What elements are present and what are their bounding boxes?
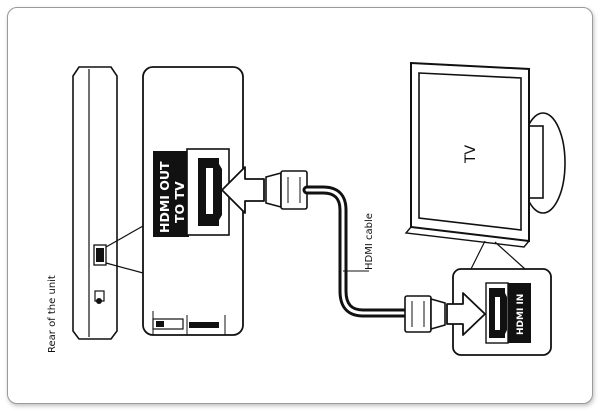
cable-plug-right [404,295,432,333]
tv-zoom-callout [452,240,552,356]
player-unit [72,66,118,340]
hdmi-cable [265,170,446,333]
rear-panel-zoom [142,66,244,336]
diagram-frame: Rear of the unit HDMI OUT TO TV HDMI cab… [7,7,593,404]
hdmi-out-label-line2: TO TV [172,181,187,223]
tv-label: TV [463,144,479,164]
television [404,61,566,248]
hdmi-cable-label: HDMI cable [364,213,375,270]
insert-arrow-in [446,292,486,336]
hdmi-in-label-block [508,283,531,343]
rear-of-unit-label: Rear of the unit [47,275,58,353]
insert-arrow-out [221,166,265,214]
hdmi-connection-diagram: Rear of the unit HDMI OUT TO TV HDMI cab… [47,61,566,356]
hdmi-in-label: HDMI IN [516,294,526,335]
hdmi-out-label-line1: HDMI OUT [157,161,172,233]
hdmi-out-label-block [153,151,189,237]
zoom-callout-lines [105,225,144,274]
